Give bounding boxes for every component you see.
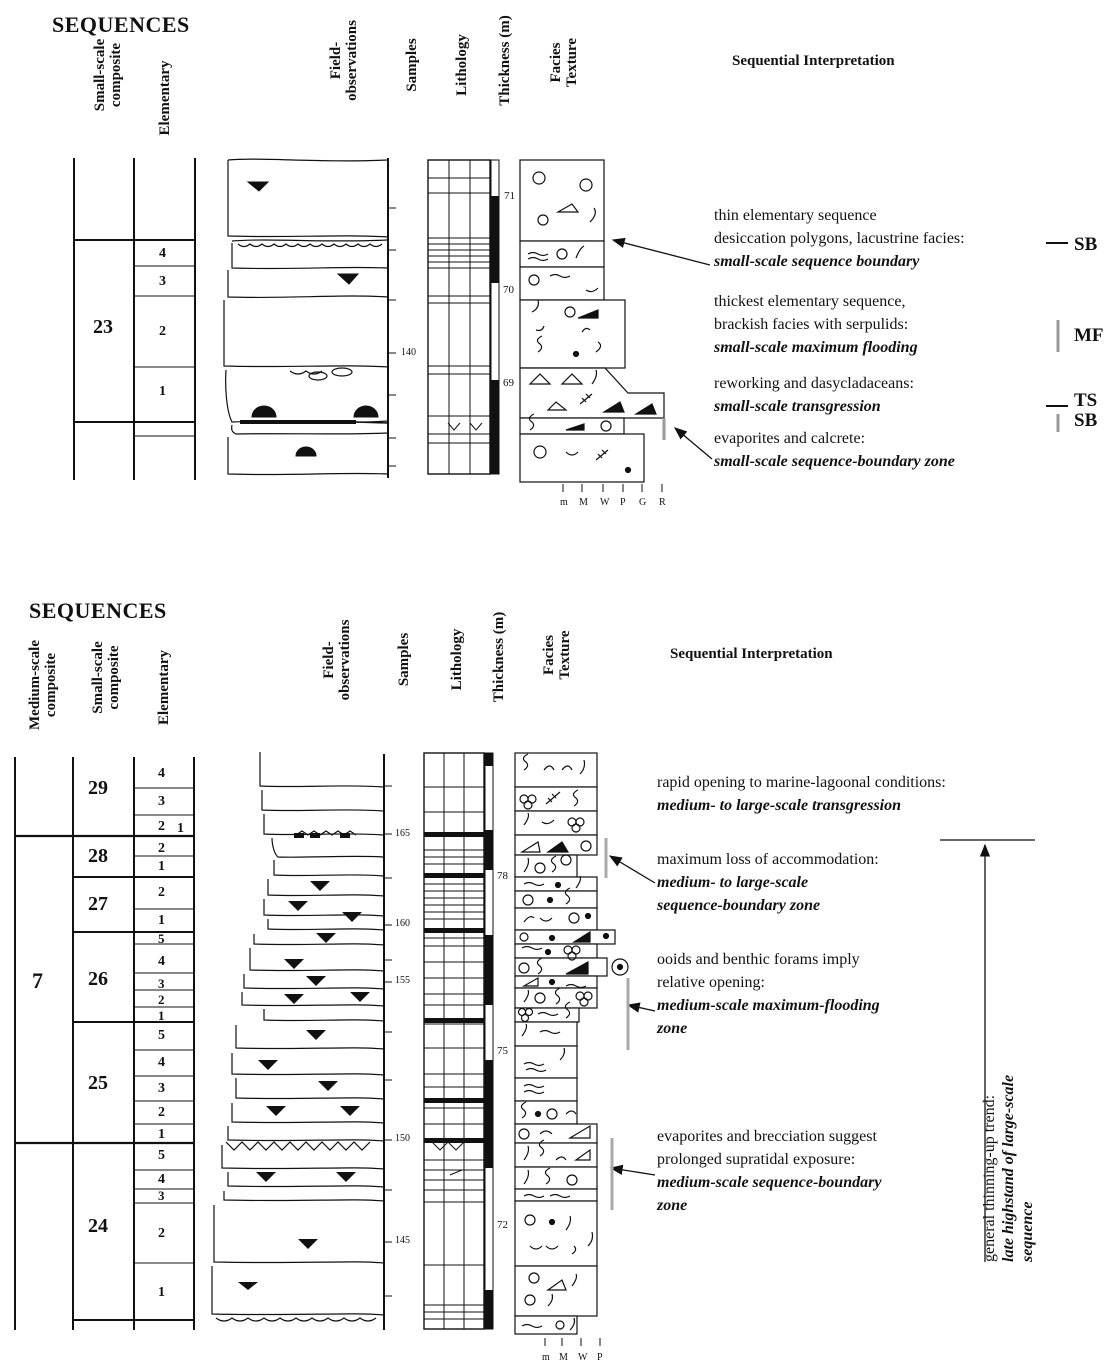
top-texture-axis-label: m (560, 497, 568, 508)
bottom-small-scale-number: 27 (88, 893, 108, 915)
bottom-elementary-s25-2: 2 (158, 1105, 165, 1120)
top-facies-boxes (519, 159, 665, 483)
top-texture-axis-label: R (659, 497, 666, 508)
bottom-elementary-s24-1: 1 (158, 1285, 165, 1300)
bottom-thickness-bar (484, 752, 494, 1330)
top-elementary-number: 1 (159, 384, 166, 399)
bottom-thickness-mark: 75 (497, 1045, 508, 1057)
top-elementary-number: 4 (159, 246, 166, 261)
bottom-facies-boxes (514, 752, 629, 1335)
top-thickness-mark: 71 (504, 190, 515, 202)
top-small-scale-number: 23 (93, 316, 113, 338)
bottom-texture-axis-label: M (559, 1352, 568, 1363)
top-sequence-columns (73, 158, 196, 480)
bottom-sample-tick-label: 145 (395, 1235, 410, 1246)
bottom-sequential-interpretation: Sequential Interpretation (670, 646, 833, 662)
top-tag-ts: TS (1074, 390, 1098, 411)
bottom-small-scale-number: 26 (88, 968, 108, 990)
bottom-texture-axis-label: W (578, 1352, 588, 1363)
bottom-title: SEQUENCES (29, 598, 167, 623)
bottom-elementary-s28-2: 2 (158, 841, 165, 856)
bottom-elementary-s27-2: 2 (158, 885, 165, 900)
bottom-elementary-s26-3: 3 (158, 976, 165, 991)
bottom-lithology-column (423, 752, 485, 1330)
bottom-facies-symbols (517, 753, 624, 1331)
bottom-elementary-s25-3: 3 (158, 1081, 165, 1096)
top-thickness-mark: 70 (503, 284, 514, 296)
bottom-sample-tick-label: 155 (395, 975, 410, 986)
bottom-medium-scale-number: 7 (32, 968, 43, 993)
bottom-sample-ticks (384, 785, 392, 1297)
top-thickness-mark: 69 (503, 377, 514, 389)
top-texture-axis-label: M (579, 497, 588, 508)
bottom-elementary-s25-5: 5 (158, 1028, 165, 1043)
bottom-elementary-s24-4: 4 (158, 1172, 165, 1187)
top-elementary-number: 3 (159, 274, 166, 289)
bottom-small-scale-number: 24 (88, 1215, 108, 1237)
top-lithology-column (427, 159, 491, 475)
bottom-elementary-s26-1: 1 (158, 1008, 165, 1023)
top-texture-axis-label: G (639, 497, 647, 508)
top-sample-tick-label: 140 (401, 347, 416, 358)
bottom-elementary-s27-1: 1 (158, 913, 165, 928)
top-facies-symbols (527, 171, 657, 474)
top-tag-sb-2: SB (1074, 410, 1098, 431)
top-arrows (611, 237, 1068, 460)
top-texture-axis-label: W (600, 497, 610, 508)
bottom-lithology-fills (424, 832, 484, 1143)
bottom-elementary-s26-4: 4 (158, 954, 165, 969)
bottom-annotation-1: rapid opening to marine-lagoonal conditi… (657, 774, 946, 814)
bottom-texture-axis-label: P (597, 1352, 603, 1363)
top-annotation-4: evaporites and calcrete: small-scale seq… (714, 430, 955, 470)
top-elementary-number: 2 (159, 324, 166, 339)
top-texture-axis (562, 484, 663, 492)
bottom-annotation-4: evaporites and brecciation suggest prolo… (657, 1128, 882, 1214)
bottom-arrows (604, 838, 1035, 1262)
bottom-elementary-s26-5: 5 (158, 931, 165, 946)
bottom-elementary-s24-5: 5 (158, 1148, 165, 1163)
bottom-elementary-s29-extra: 1 (177, 821, 184, 836)
bottom-texture-axis-label: m (542, 1352, 550, 1363)
top-field-symbols (246, 181, 379, 457)
bottom-elementary-s25-4: 4 (158, 1055, 165, 1070)
bottom-field-observations (211, 752, 385, 1330)
top-title: SEQUENCES (52, 12, 190, 37)
top-sequential-interpretation: Sequential Interpretation (732, 53, 895, 69)
bottom-sample-tick-label: 150 (395, 1133, 410, 1144)
top-tag-mf: MF (1074, 325, 1104, 346)
bottom-texture-axis (544, 1338, 601, 1346)
bottom-annotation-3: ooids and benthic forams imply relative … (657, 951, 880, 1037)
top-texture-axis-label: P (620, 497, 626, 508)
top-thickness-bar (490, 159, 500, 475)
bottom-elementary-s24-3: 3 (158, 1188, 165, 1203)
bottom-field-symbols (238, 833, 370, 1290)
bottom-sample-tick-label: 165 (395, 828, 410, 839)
bottom-elementary-s24-2: 2 (158, 1226, 165, 1241)
bottom-annotation-2: maximum loss of accommodation: medium- t… (657, 851, 879, 914)
bottom-sample-tick-label: 160 (395, 918, 410, 929)
bottom-small-scale-number: 29 (88, 777, 108, 799)
top-sample-ticks (388, 207, 396, 467)
bottom-elementary-s29-3: 3 (158, 794, 165, 809)
top-annotation-2: thickest elementary sequence, brackish f… (714, 293, 918, 356)
bottom-thickness-mark: 72 (497, 1219, 508, 1231)
top-annotation-3: reworking and dasycladaceans: small-scal… (714, 375, 914, 415)
bottom-sequence-columns (14, 757, 195, 1330)
top-tag-sb: SB (1074, 234, 1098, 255)
bottom-thickness-mark: 78 (497, 870, 508, 882)
bottom-elementary-s28-1: 1 (158, 859, 165, 874)
top-field-observations (223, 158, 389, 478)
bottom-elementary-s29-2: 2 (158, 819, 165, 834)
bottom-elementary-s25-1: 1 (158, 1127, 165, 1142)
bottom-elementary-s26-2: 2 (158, 992, 165, 1007)
top-annotation-1: thin elementary sequence desiccation pol… (714, 207, 965, 270)
bottom-small-scale-number: 25 (88, 1072, 108, 1094)
bottom-elementary-s29-4: 4 (158, 766, 165, 781)
bottom-small-scale-number: 28 (88, 845, 108, 867)
